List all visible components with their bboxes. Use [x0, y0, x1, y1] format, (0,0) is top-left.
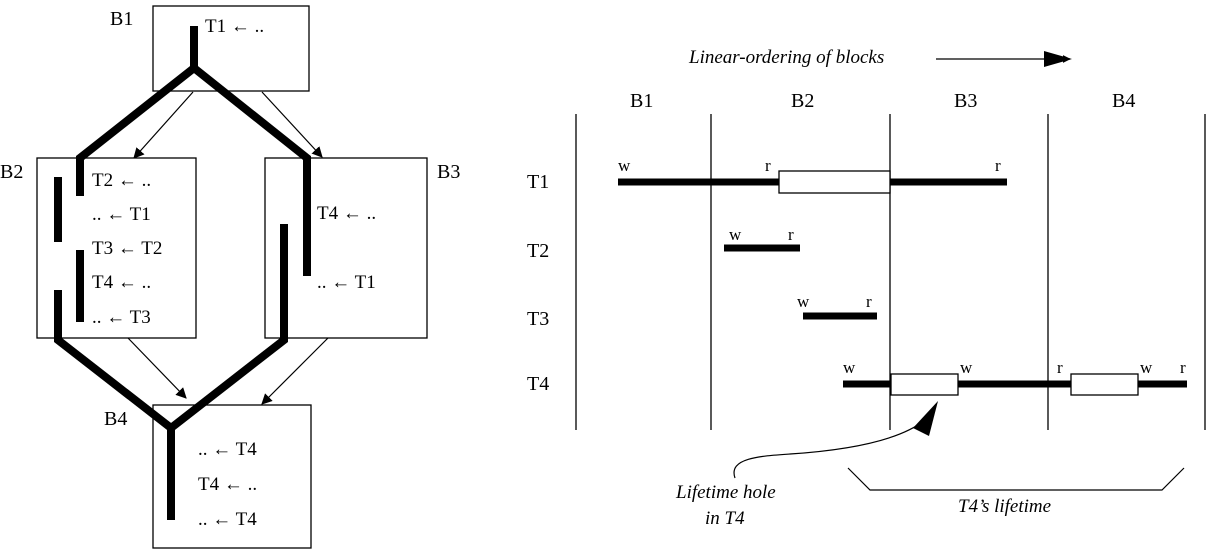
b2-stmt: T2 ← .. — [92, 170, 151, 191]
hole-note-line1: Lifetime hole — [675, 482, 776, 503]
t4-lifetime-hole — [1070, 373, 1139, 396]
column-header: B3 — [954, 90, 977, 112]
b4-stmt: .. ← T4 — [198, 439, 257, 460]
t4-lifetime-label: T4’s lifetime — [958, 496, 1051, 517]
b4-stmt: .. ← T4 — [198, 509, 257, 530]
edge-b3-b4 — [261, 337, 329, 405]
t1-mark: r — [765, 156, 771, 175]
t3-mark: r — [866, 292, 872, 311]
t3-lifetime: w r — [797, 292, 877, 320]
block-b3-box — [264, 157, 428, 339]
lifetime-brace — [847, 467, 1185, 491]
block-b4-label: B4 — [104, 408, 127, 430]
row-label: T2 — [527, 240, 549, 262]
t2-mark: r — [788, 225, 794, 244]
t4-path-b3-b4 — [168, 224, 288, 432]
lifetime-hole-annotation: Lifetime hole in T4 — [675, 401, 938, 529]
t1-mark: r — [995, 156, 1001, 175]
cfg-live-bars — [54, 177, 311, 322]
t2-mark: w — [729, 225, 742, 244]
edge-b2-b4 — [127, 337, 187, 399]
b3-stmt: T4 ← .. — [317, 203, 376, 224]
t4-lifetime-hole — [890, 373, 959, 396]
t3-mark: w — [797, 292, 810, 311]
hole-note-line2: in T4 — [705, 508, 745, 529]
t2-lifetime: w r — [724, 225, 800, 252]
linear-ordering: Linear-ordering of blocks B1 B2 B3 B4 T1… — [527, 47, 1206, 529]
column-header: B1 — [630, 90, 653, 112]
edge-b1-b2 — [133, 91, 194, 159]
control-flow-graph: B1 B2 B3 B4 T1 ← .. T2 ← .. .. ← T1 T3 ←… — [0, 5, 460, 549]
row-label: T1 — [527, 171, 549, 193]
edge-b1-b3 — [261, 91, 323, 158]
ordering-arrowhead — [1044, 51, 1072, 67]
linear-ordering-title: Linear-ordering of blocks — [688, 47, 884, 68]
column-header: B4 — [1112, 90, 1135, 112]
t4-mark: w — [1140, 358, 1153, 377]
block-b3-label: B3 — [437, 161, 460, 183]
b2-stmt: T4 ← .. — [92, 272, 151, 293]
t1-path-b1-b3 — [191, 64, 311, 196]
t4-lifetime-bracket: T4’s lifetime — [847, 467, 1185, 517]
cfg-edges — [127, 91, 329, 405]
t1-lifetime: w r r — [618, 156, 1007, 194]
t4-lifetime: w w r w r — [843, 358, 1187, 396]
b2-stmt: .. ← T1 — [92, 204, 151, 225]
block-b4-box — [152, 404, 312, 549]
t4-path-b2-b4 — [54, 290, 175, 520]
t1-flow-path — [54, 26, 311, 520]
t4-mark: w — [843, 358, 856, 377]
block-b2-box — [36, 157, 197, 339]
t4-mark: w — [960, 358, 973, 377]
row-label: T3 — [527, 308, 549, 330]
t4-mark: r — [1057, 358, 1063, 377]
b4-stmt: T4 ← .. — [198, 474, 257, 495]
t1-path-b1-b2 — [76, 26, 198, 196]
column-header: B2 — [791, 90, 814, 112]
t1-lifetime-hole — [778, 170, 891, 194]
block-b2-label: B2 — [0, 161, 23, 183]
row-label: T4 — [527, 373, 549, 395]
block-b1-label: B1 — [110, 8, 133, 30]
b1-stmt: T1 ← .. — [205, 16, 264, 37]
hole-pointer-arrowhead — [913, 401, 938, 436]
t1-mark: w — [618, 156, 631, 175]
hole-pointer-curve — [733, 419, 926, 479]
b2-stmt: T3 ← T2 — [92, 238, 162, 259]
t4-mark: r — [1180, 358, 1186, 377]
b2-stmt: .. ← T3 — [92, 307, 151, 328]
b3-stmt: .. ← T1 — [317, 272, 376, 293]
